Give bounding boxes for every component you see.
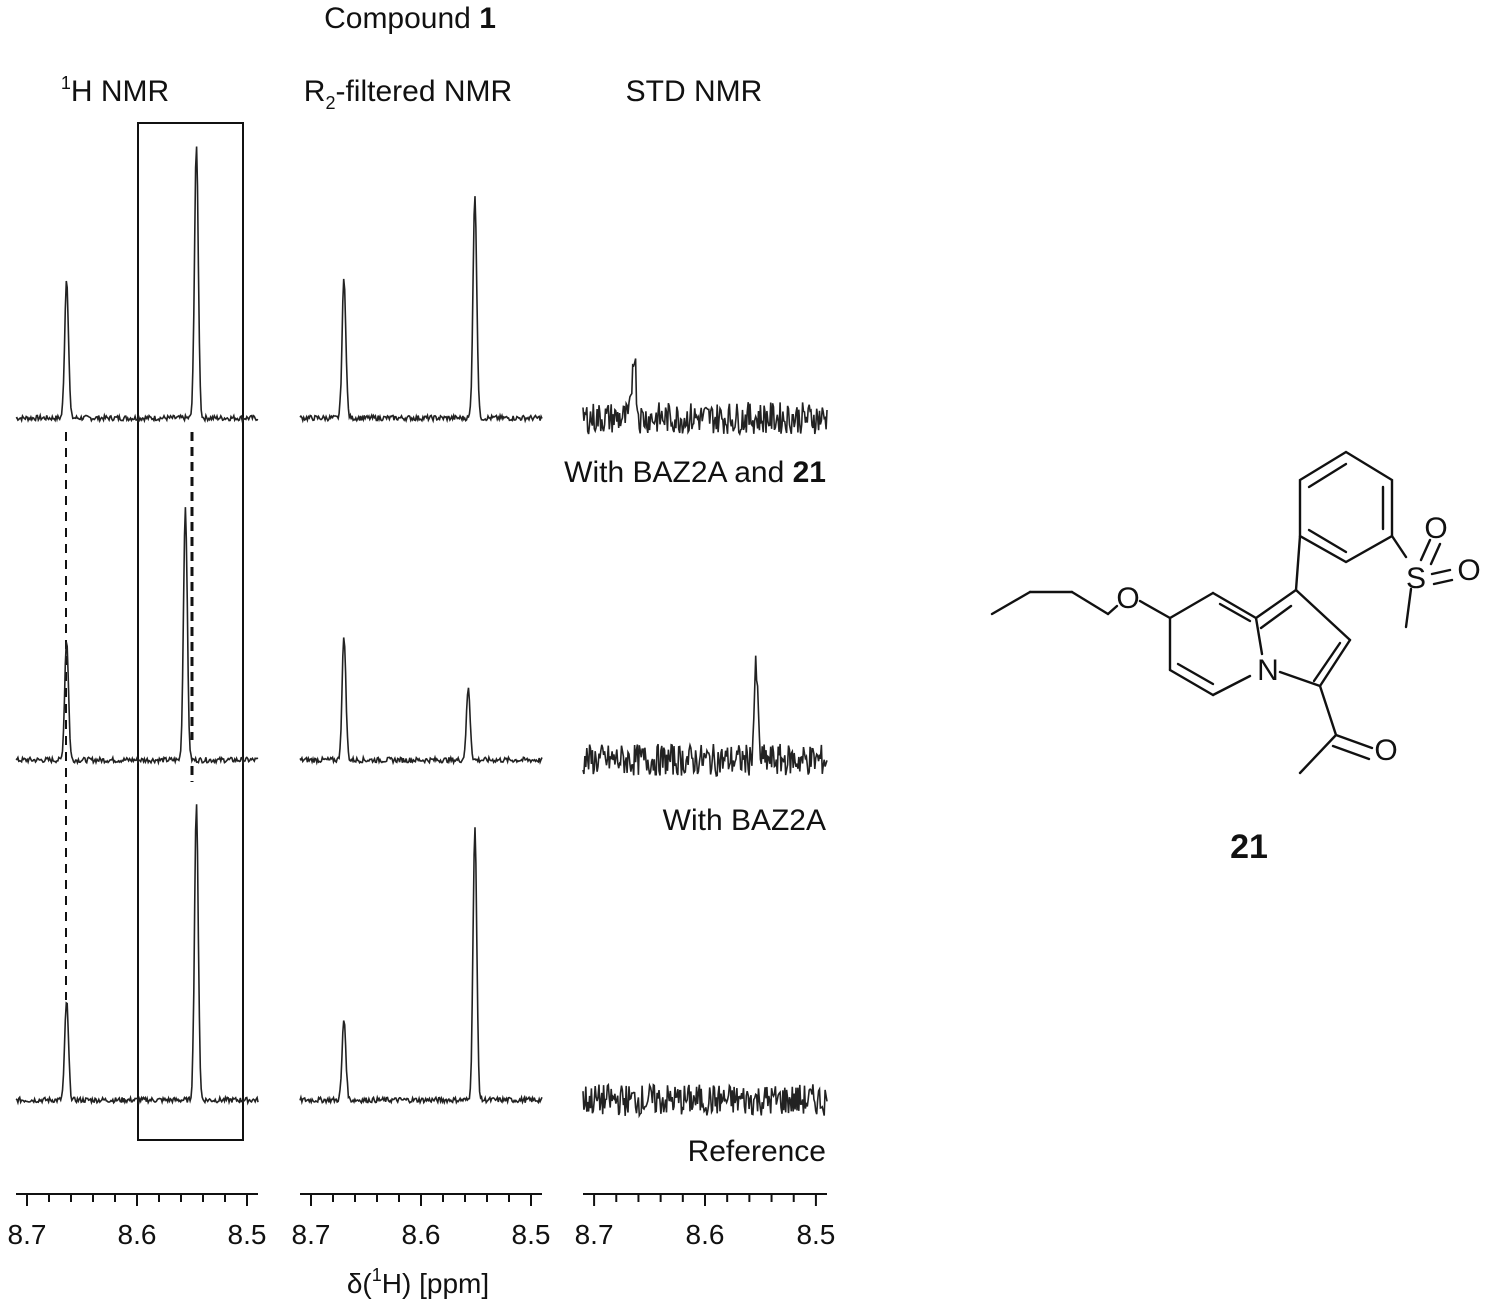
tick-label: 8.7	[8, 1219, 47, 1250]
spectra-group	[15, 146, 828, 1119]
tick-label: 8.6	[402, 1219, 441, 1250]
spectrum-trace	[15, 804, 259, 1106]
tick-label: 8.7	[575, 1219, 614, 1250]
spectrum-trace	[299, 637, 543, 766]
spectrum-trace	[15, 507, 259, 766]
axes-group: 8.7 8.6 8.5 8.7 8.6 8.5 8.7 8.6 8.5	[8, 1193, 835, 1250]
tick-label: 8.7	[292, 1219, 331, 1250]
spectrum-trace	[15, 146, 259, 424]
tick-label: 8.5	[796, 1219, 835, 1250]
x-axis-label: δ(1H) [ppm]	[347, 1265, 489, 1299]
atom-n: N	[1257, 654, 1279, 687]
atom-o-ether: O	[1116, 582, 1139, 615]
spectrum-trace	[582, 1082, 828, 1119]
condition-label-top: With BAZ2A and 21	[564, 456, 826, 489]
atom-o-sulfonyl-right: O	[1457, 554, 1480, 587]
panel-title-std-nmr: STD NMR	[626, 75, 763, 108]
compound-label: 21	[1230, 828, 1268, 866]
tick-label: 8.6	[118, 1219, 157, 1250]
tick-label: 8.5	[512, 1219, 551, 1250]
atom-o-carbonyl: O	[1374, 734, 1397, 767]
tick-label: 8.6	[686, 1219, 725, 1250]
panel-title-1h-nmr: 1H NMR	[61, 73, 169, 108]
spectrum-trace	[299, 196, 543, 424]
condition-label-middle: With BAZ2A	[663, 804, 826, 837]
compound-21-structure	[990, 450, 1454, 775]
structure-atom-labels: O N S O O O	[1116, 512, 1480, 767]
spectrum-trace	[582, 655, 828, 777]
tick-label: 8.5	[228, 1219, 267, 1250]
spectrum-trace	[582, 358, 828, 436]
panel-title-r2-filtered: R2-filtered NMR	[304, 75, 512, 113]
atom-o-sulfonyl-top: O	[1424, 512, 1447, 545]
figure-title: Compound 1	[324, 2, 496, 35]
spectrum-trace	[299, 827, 543, 1106]
condition-label-bottom: Reference	[688, 1135, 826, 1168]
atom-s: S	[1406, 562, 1426, 595]
highlight-box	[137, 122, 244, 1141]
